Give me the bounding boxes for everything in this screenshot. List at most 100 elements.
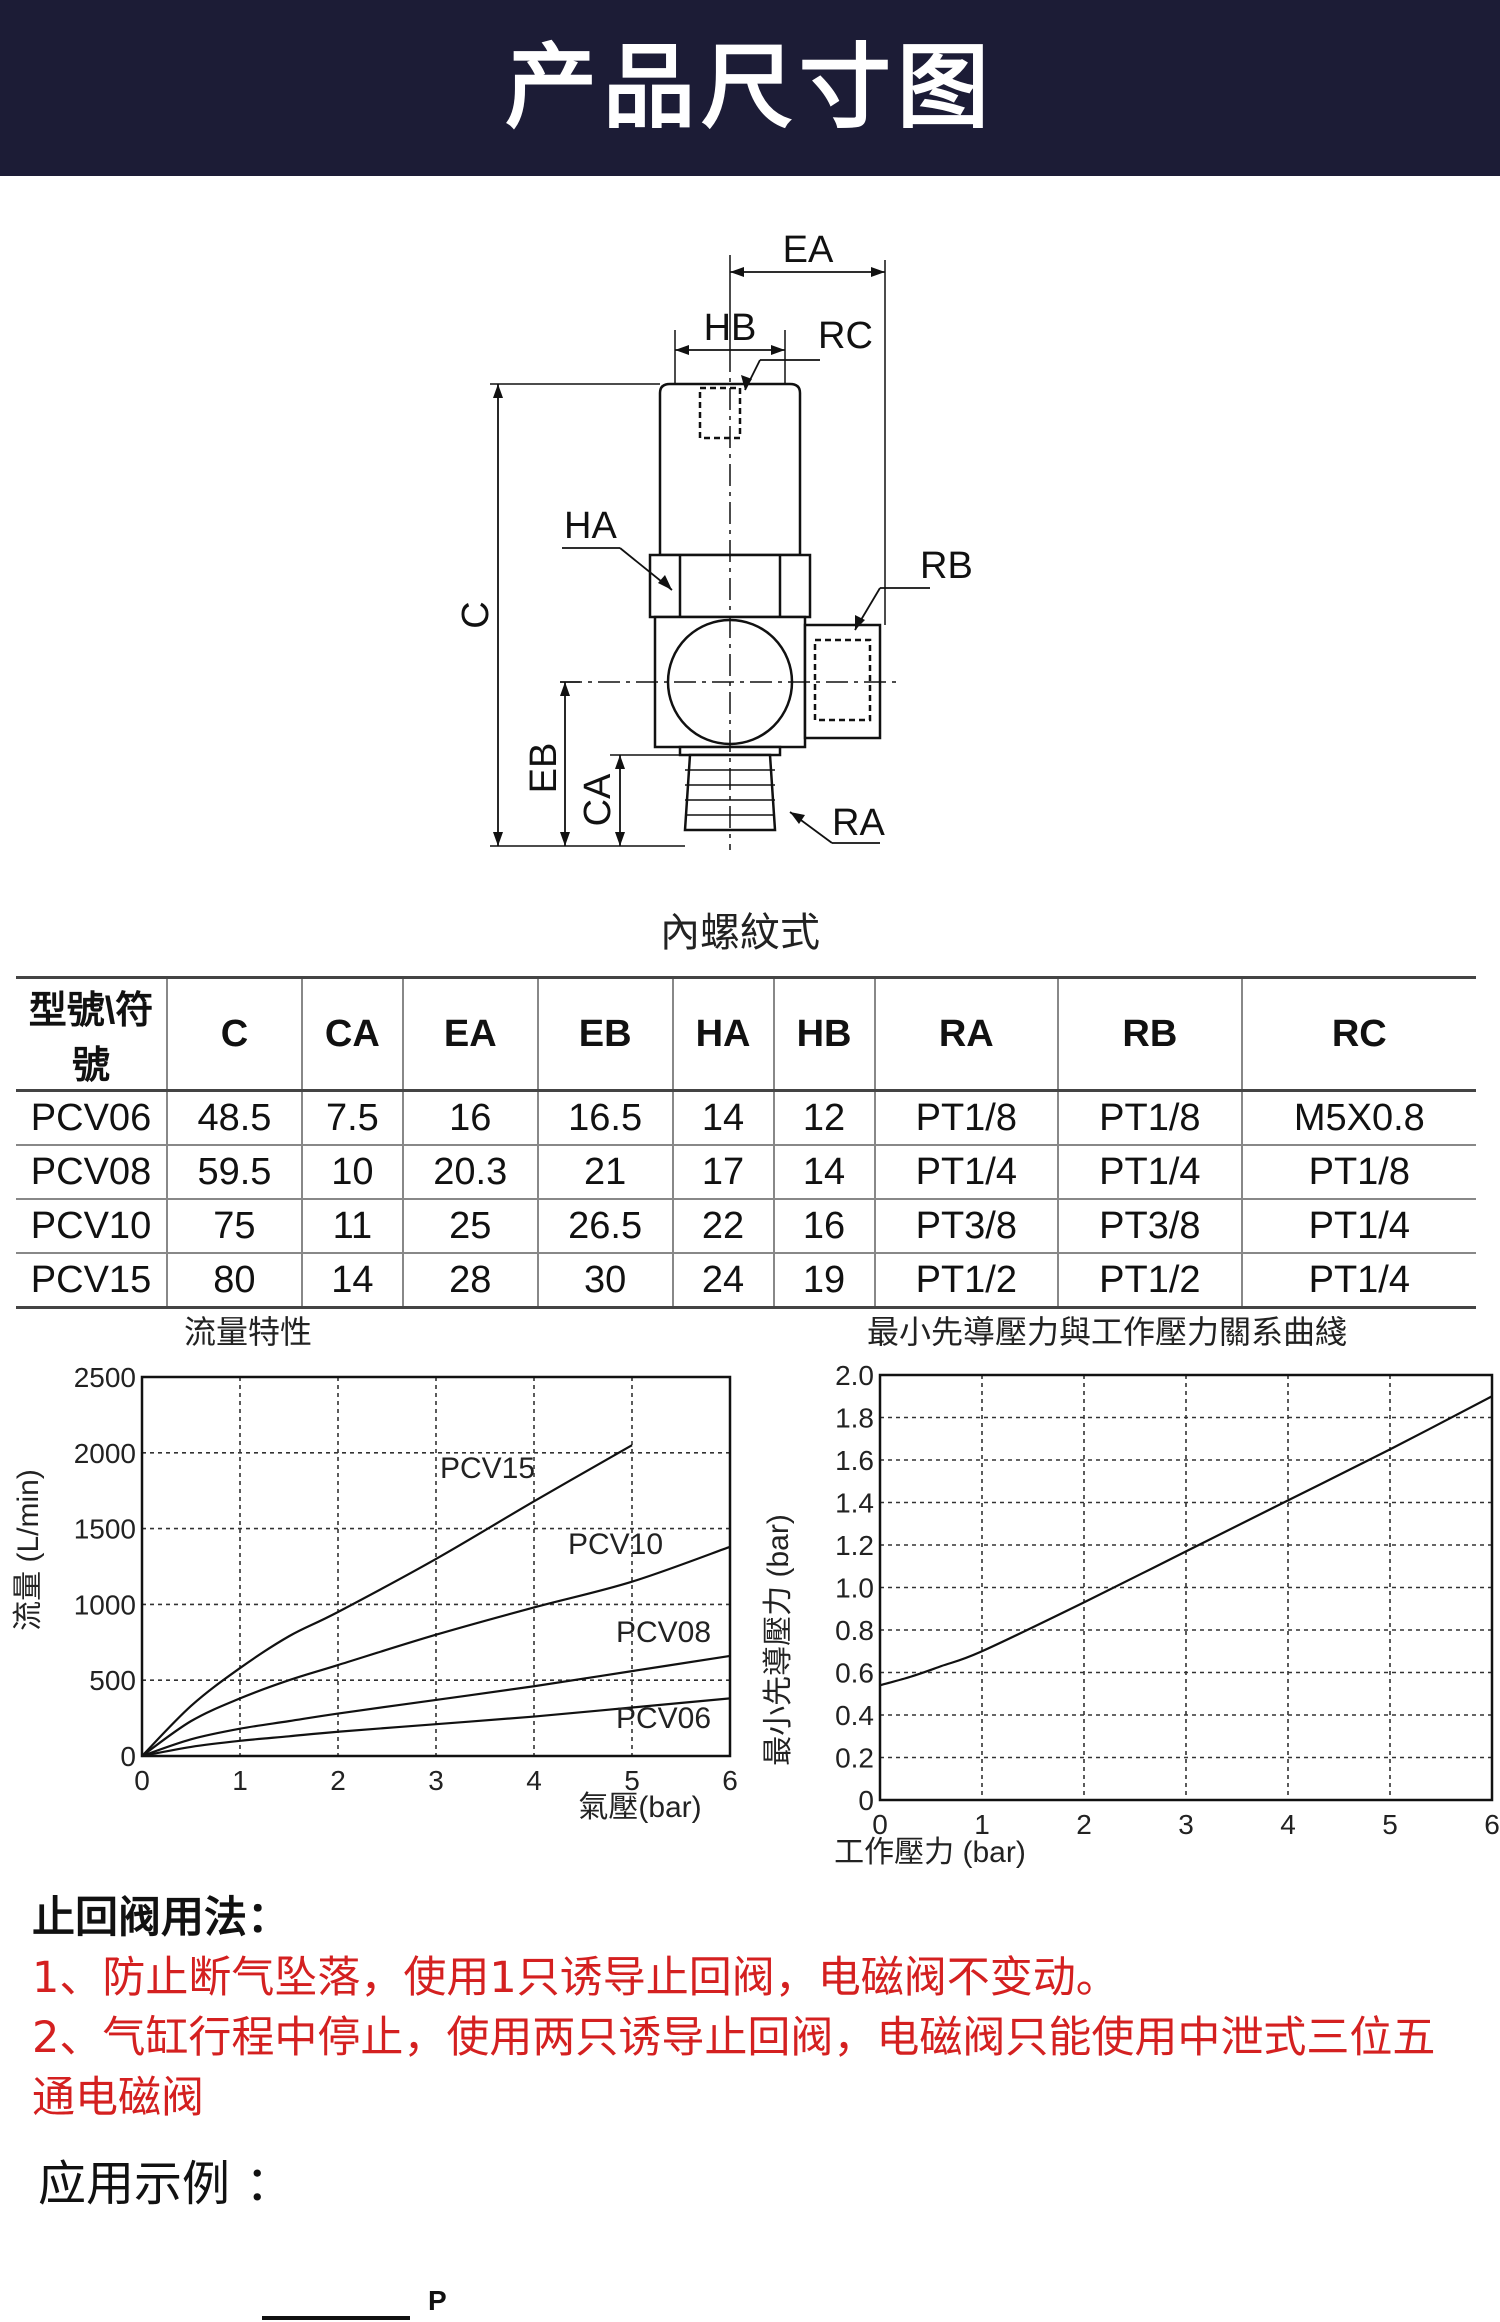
series-line-pcv10 (141, 1545, 731, 1757)
table-cell: 21 (536, 1144, 674, 1200)
label-c: C (455, 601, 497, 628)
x-tick-label: 4 (1280, 1809, 1296, 1840)
table-cell: 26.5 (536, 1198, 674, 1254)
x-tick-label: 6 (722, 1765, 738, 1796)
header-ra: RA (873, 976, 1060, 1092)
usage-line-1: 1、防止断气坠落，使用1只诱导止回阀，电磁阀不变动。 (32, 1953, 1119, 2003)
table-cell: 12 (772, 1089, 876, 1146)
y-tick-label: 1.8 (835, 1403, 874, 1434)
y-tick-label: 0 (120, 1741, 136, 1772)
x-tick-label: 6 (1484, 1809, 1500, 1840)
y-tick-label: 0 (858, 1785, 874, 1816)
header-ca: CA (300, 976, 404, 1092)
table-cell: 14 (671, 1089, 775, 1146)
series-line-pcv06 (141, 1697, 731, 1758)
table-cell: 16.5 (536, 1089, 674, 1146)
series-label: PCV08 (616, 1616, 711, 1649)
table-cell: PT1/2 (873, 1252, 1060, 1309)
y-tick-label: 2.0 (835, 1360, 874, 1391)
y-tick-label: 0.6 (835, 1658, 874, 1689)
header-rc: RC (1240, 976, 1476, 1092)
flow-chart-title: 流量特性 (184, 1314, 312, 1350)
table-cell: 16 (401, 1089, 539, 1146)
table-cell: M5X0.8 (1240, 1089, 1476, 1146)
pilot-series (879, 1395, 1493, 1687)
table-cell: PT1/8 (873, 1089, 1060, 1146)
header-rb: RB (1057, 976, 1243, 1092)
table-cell: 22 (671, 1198, 775, 1254)
table-cell: 14 (300, 1252, 404, 1309)
table-cell: 7.5 (300, 1089, 404, 1146)
table-cell: 25 (401, 1198, 539, 1254)
dimension-drawing: EA HB RC HA RB C EB CA RA (455, 229, 973, 850)
x-tick-label: 5 (1382, 1809, 1398, 1840)
header-model: 型號\符號 (16, 976, 168, 1092)
label-rc: RC (818, 315, 873, 357)
x-tick-label: 1 (232, 1765, 248, 1796)
y-tick-label: 1.0 (835, 1573, 874, 1604)
table-cell: 11 (300, 1198, 404, 1254)
table-cell: PT1/4 (1240, 1198, 1476, 1254)
flow-grid (140, 1375, 732, 1758)
series-label: PCV06 (616, 1702, 711, 1735)
table-cell: 10 (300, 1144, 404, 1200)
table-cell: PT1/2 (1057, 1252, 1243, 1309)
label-eb: EB (523, 743, 565, 794)
header-ea: EA (401, 976, 539, 1092)
series-line-0 (879, 1395, 1493, 1687)
x-tick-label: 2 (1076, 1809, 1092, 1840)
table-cell: PCV06 (16, 1089, 168, 1146)
table-cell: PT1/8 (1240, 1144, 1476, 1200)
header-hb: HB (772, 976, 876, 1092)
y-tick-label: 0.8 (835, 1615, 874, 1646)
table-cell: PCV15 (16, 1252, 168, 1309)
x-tick-label: 4 (526, 1765, 542, 1796)
flow-x-label: 氣壓(bar) (578, 1791, 701, 1824)
header-ha: HA (671, 976, 775, 1092)
table-cell: 80 (166, 1252, 303, 1309)
label-ca: CA (577, 773, 619, 826)
pilot-y-label: 最小先導壓力 (bar) (762, 1514, 795, 1766)
x-tick-label: 0 (134, 1765, 150, 1796)
y-tick-label: 2000 (74, 1438, 136, 1469)
plot-frame (140, 1375, 732, 1758)
page-title: 产品尺寸图 (504, 34, 995, 141)
y-tick-label: 0.2 (835, 1743, 874, 1774)
port-p-label: P (428, 2285, 447, 2316)
series-label: PCV10 (568, 1528, 663, 1561)
x-tick-label: 3 (428, 1765, 444, 1796)
header-banner: 产品尺寸图 (0, 0, 1500, 176)
table-cell: 48.5 (166, 1089, 303, 1146)
table-cell: PT1/4 (1057, 1144, 1243, 1200)
table-cell: PT1/4 (873, 1144, 1060, 1200)
header-eb: EB (536, 976, 674, 1092)
y-tick-label: 1000 (74, 1589, 136, 1620)
example-title: 应用示例 ： (38, 2156, 294, 2212)
series-label: PCV15 (440, 1452, 535, 1485)
table-cell: 20.3 (401, 1144, 539, 1200)
series-line-pcv08 (141, 1654, 731, 1758)
table-cell: 16 (772, 1198, 876, 1254)
x-tick-label: 1 (974, 1809, 990, 1840)
header-c: C (166, 976, 303, 1092)
y-tick-label: 2500 (74, 1362, 136, 1393)
drawing-caption: 內螺紋式 (660, 910, 820, 956)
table-cell: PT3/8 (1057, 1198, 1243, 1254)
label-hb: HB (704, 307, 757, 349)
table-cell: 19 (772, 1252, 876, 1309)
table-cell: PCV10 (16, 1198, 168, 1254)
label-rb: RB (920, 545, 973, 587)
table-cell: PT1/8 (1057, 1089, 1243, 1146)
table-cell: 24 (671, 1252, 775, 1309)
flow-y-label: 流量 (L/min) (12, 1469, 45, 1631)
